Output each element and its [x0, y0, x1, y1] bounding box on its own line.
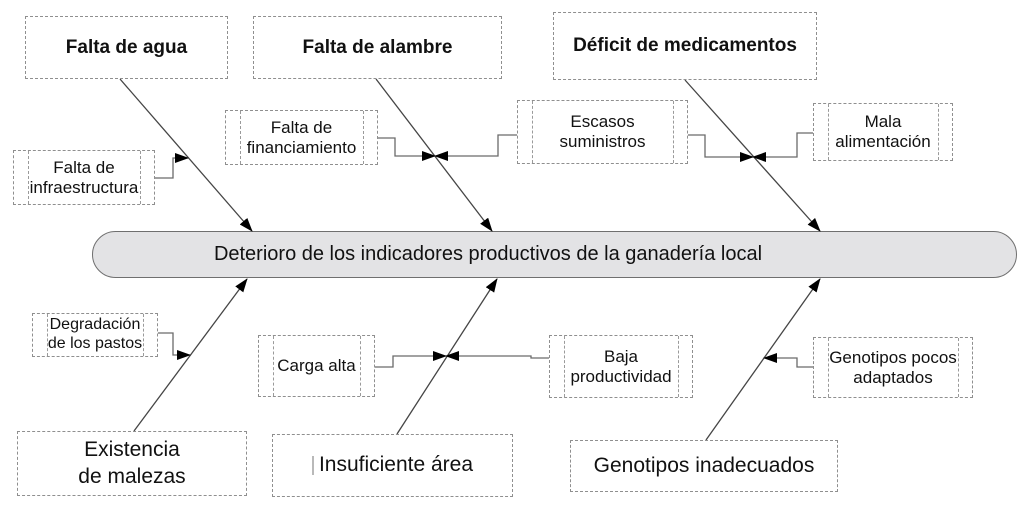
subcause-box-degradacion-de-los-pastos: Degradación de los pastos [32, 313, 158, 357]
category-box-insuficiente-area: Insuficiente área [272, 434, 513, 497]
connector-falta-de-infraestructura [155, 153, 189, 179]
bone-falta-de-alambre [375, 78, 493, 232]
subcause-label: Degradación de los pastos [47, 316, 143, 352]
text-cursor-artifact [311, 456, 314, 475]
category-label: Déficit de medicamentos [573, 35, 797, 56]
category-box-genotipos-inadecuados: Genotipos inadecuados [570, 440, 838, 492]
category-box-falta-de-agua: Falta de agua [25, 16, 228, 79]
bone-deficit-de-medicamentos [684, 79, 821, 232]
bone-insuficiente-area [396, 278, 498, 435]
subcause-label: Falta de infraestructura [29, 157, 139, 197]
subcause-label: Mala alimentación [835, 112, 931, 151]
connector-carga-alta [375, 351, 447, 368]
subcause-box-escasos-suministros: Escasos suministros [517, 100, 688, 164]
subcause-label: Falta de financiamiento [246, 117, 357, 157]
category-label: Falta de agua [65, 36, 188, 58]
category-label: Insuficiente área [318, 453, 474, 477]
category-box-existencia-de-malezas: Existencia de malezas [17, 431, 247, 496]
category-label: Falta de alambre [302, 36, 453, 58]
subcause-box-genotipos-pocos-adaptados: Genotipos pocos adaptados [813, 337, 973, 398]
bone-genotipos-inadecuados [705, 278, 821, 441]
subcause-label: Escasos suministros [559, 112, 646, 151]
subcause-box-carga-alta: Carga alta [258, 335, 375, 397]
category-label: Existencia de malezas [78, 437, 186, 488]
category-label: Genotipos inadecuados [593, 453, 815, 477]
subcause-label: Genotipos pocos adaptados [829, 347, 957, 387]
subcause-label: Carga alta [277, 356, 356, 376]
connector-escasos-suministros-left [434, 134, 517, 161]
connector-mala-alimentacion [752, 132, 813, 162]
subcause-box-falta-de-financiamiento: Falta de financiamiento [225, 110, 378, 165]
spine-effect-box: Deterioro de los indicadores productivos… [92, 231, 1017, 278]
category-box-falta-de-alambre: Falta de alambre [253, 16, 502, 79]
subcause-box-falta-de-infraestructura: Falta de infraestructura [13, 150, 155, 205]
subcause-label: Baja productividad [570, 346, 672, 386]
category-box-deficit-de-medicamentos: Déficit de medicamentos [553, 12, 817, 80]
connector-escasos-suministros-right [688, 134, 754, 162]
connector-degradacion-pastos [158, 332, 191, 360]
subcause-box-mala-alimentacion: Mala alimentación [813, 103, 953, 161]
connector-falta-de-financiamiento [378, 137, 436, 161]
subcause-box-baja-productividad: Baja productividad [549, 335, 693, 398]
connector-genotipos-pocos-adaptados [763, 353, 813, 368]
spine-effect-label: Deterioro de los indicadores productivos… [213, 243, 763, 265]
connector-baja-productividad [445, 351, 549, 361]
